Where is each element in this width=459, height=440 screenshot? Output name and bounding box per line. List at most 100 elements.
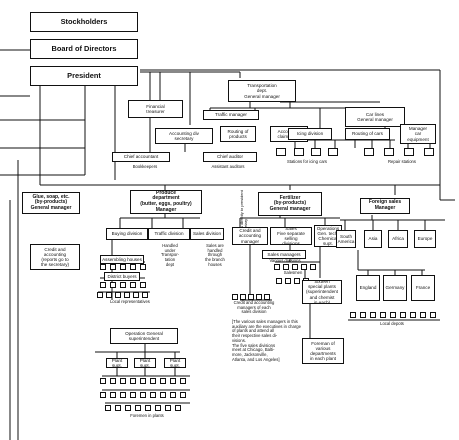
- foreman-unit: [125, 405, 131, 411]
- produce-department-box: Produce department (butter, eggs, poultr…: [130, 190, 202, 214]
- station-box: [294, 148, 304, 156]
- germany-box: Germany: [383, 275, 407, 301]
- south-america-box: South America: [336, 230, 356, 248]
- plant-supt-box: Plant supt.: [134, 358, 156, 368]
- assembling-houses-box: Assembling houses: [100, 255, 144, 264]
- district-buyer-unit: [140, 282, 146, 288]
- plant-supt-box: Plant supt.: [106, 358, 128, 368]
- local-depot-unit: [400, 312, 406, 318]
- sales-managers-box: Sales managers: [262, 250, 306, 259]
- salesman-unit: [285, 278, 291, 284]
- local-representative-unit: [97, 292, 103, 298]
- stockholders-box: Stockholders: [30, 12, 138, 32]
- sixteen-plants-box: Sixteen special plants (superintendent a…: [302, 280, 342, 304]
- routing-cars-box: Routing of cars: [345, 128, 390, 140]
- traffic-manager-box: Traffic manager: [203, 110, 259, 120]
- president-box: President: [30, 66, 138, 86]
- chief-accountant-box: Chief accountant: [112, 152, 170, 162]
- local-depot-unit: [360, 312, 366, 318]
- routing-products-box: Routing of products: [220, 126, 256, 142]
- operation-general-superintendent-box: Operation General superintendent: [110, 328, 178, 344]
- repair-station-box: [384, 148, 394, 156]
- salesman-unit: [294, 278, 300, 284]
- foreman-various-box: Foreman of various departments in each p…: [302, 338, 344, 364]
- local-representative-unit: [133, 292, 139, 298]
- sales-manager-unit: [301, 264, 307, 270]
- local-depot-unit: [420, 312, 426, 318]
- asia-box: Asia: [364, 230, 382, 248]
- sales-manager-unit: [283, 264, 289, 270]
- glue-soap-box: Glue, soap, etc. (by-products) General m…: [22, 192, 80, 214]
- district-buyer-unit: [100, 282, 106, 288]
- bookkeepers-caption: Bookkeepers: [132, 164, 158, 169]
- credit-accounting-unit: [256, 294, 262, 300]
- repair-station-box: [364, 148, 374, 156]
- foreman-unit: [170, 392, 176, 398]
- foreman-unit: [100, 392, 106, 398]
- foreman-unit: [135, 405, 141, 411]
- district-buyers-box: District buyers: [104, 272, 140, 281]
- credit-accounting-unit: [264, 294, 270, 300]
- sales-manager-unit: [292, 264, 298, 270]
- foreman-unit: [100, 378, 106, 384]
- foreman-unit: [180, 378, 186, 384]
- foreman-unit: [120, 378, 126, 384]
- chief-auditor-box: Chief auditor: [203, 152, 257, 162]
- sales-handled-caption: Sales are handled through the branch hou…: [205, 243, 225, 267]
- foreman-unit: [175, 405, 181, 411]
- europe-box: Europe: [414, 230, 436, 248]
- foremen-plants-caption: Foremen in plants: [130, 413, 164, 418]
- local-representative-unit: [142, 292, 148, 298]
- sales-division-box: Sales division: [190, 228, 224, 240]
- foreman-unit: [145, 405, 151, 411]
- local-depot-unit: [430, 312, 436, 318]
- credit-accounting-unit: [232, 294, 238, 300]
- foreman-unit: [110, 378, 116, 384]
- assembling-house-unit: [140, 264, 146, 270]
- station-box: [276, 148, 286, 156]
- local-representative-unit: [115, 292, 121, 298]
- operations-gen-chem-box: Operations Gen. tech. Chemical supt.: [314, 225, 342, 247]
- foreman-unit: [130, 392, 136, 398]
- local-representative-unit: [124, 292, 130, 298]
- foreman-unit: [130, 378, 136, 384]
- credit-accounting-secretary-box: Credit and accounting (reports go to the…: [30, 244, 80, 270]
- foreman-unit: [150, 392, 156, 398]
- local-depot-unit: [410, 312, 416, 318]
- handled-under-caption: Handled under Transpor- tation dept: [161, 243, 179, 267]
- france-box: France: [411, 275, 435, 301]
- district-buyer-unit: [110, 282, 116, 288]
- plant-supt-box: Plant supt.: [164, 358, 186, 368]
- fertilizer-box: Fertilizer (by-products) General manager: [258, 192, 322, 216]
- local-representative-unit: [106, 292, 112, 298]
- credit-accounting-managers-caption: Credit and accounting managers of each s…: [233, 300, 275, 315]
- assembling-house-unit: [100, 264, 106, 270]
- district-buyer-unit: [120, 282, 126, 288]
- assembling-house-unit: [110, 264, 116, 270]
- sales-manager-unit: [274, 264, 280, 270]
- england-box: England: [356, 275, 380, 301]
- foreman-unit: [170, 378, 176, 384]
- financial-treasurer-box: Financial treasurer: [128, 100, 183, 118]
- foreman-unit: [140, 378, 146, 384]
- various-divisions-caption: Various divisions: [269, 258, 301, 263]
- credit-accounting-unit: [240, 294, 246, 300]
- sales-manager-unit: [310, 264, 316, 270]
- foreman-unit: [115, 405, 121, 411]
- repair-stations-caption: Repair stations: [388, 159, 416, 164]
- foreman-unit: [160, 378, 166, 384]
- foreman-unit: [140, 392, 146, 398]
- district-buyer-unit: [130, 282, 136, 288]
- foreman-unit: [150, 378, 156, 384]
- local-representatives-caption: Local representatives: [110, 299, 150, 304]
- manager-car-equipment-box: Manager car equipment: [400, 124, 436, 144]
- salesmen-caption: Salesmen: [283, 270, 303, 275]
- foreman-unit: [105, 405, 111, 411]
- credit-accounting-manager-box: Credit and accounting manager: [232, 227, 268, 245]
- local-depot-unit: [370, 312, 376, 318]
- foreman-unit: [160, 392, 166, 398]
- foreman-unit: [165, 405, 171, 411]
- repair-station-box: [424, 148, 434, 156]
- africa-box: Africa: [388, 230, 408, 248]
